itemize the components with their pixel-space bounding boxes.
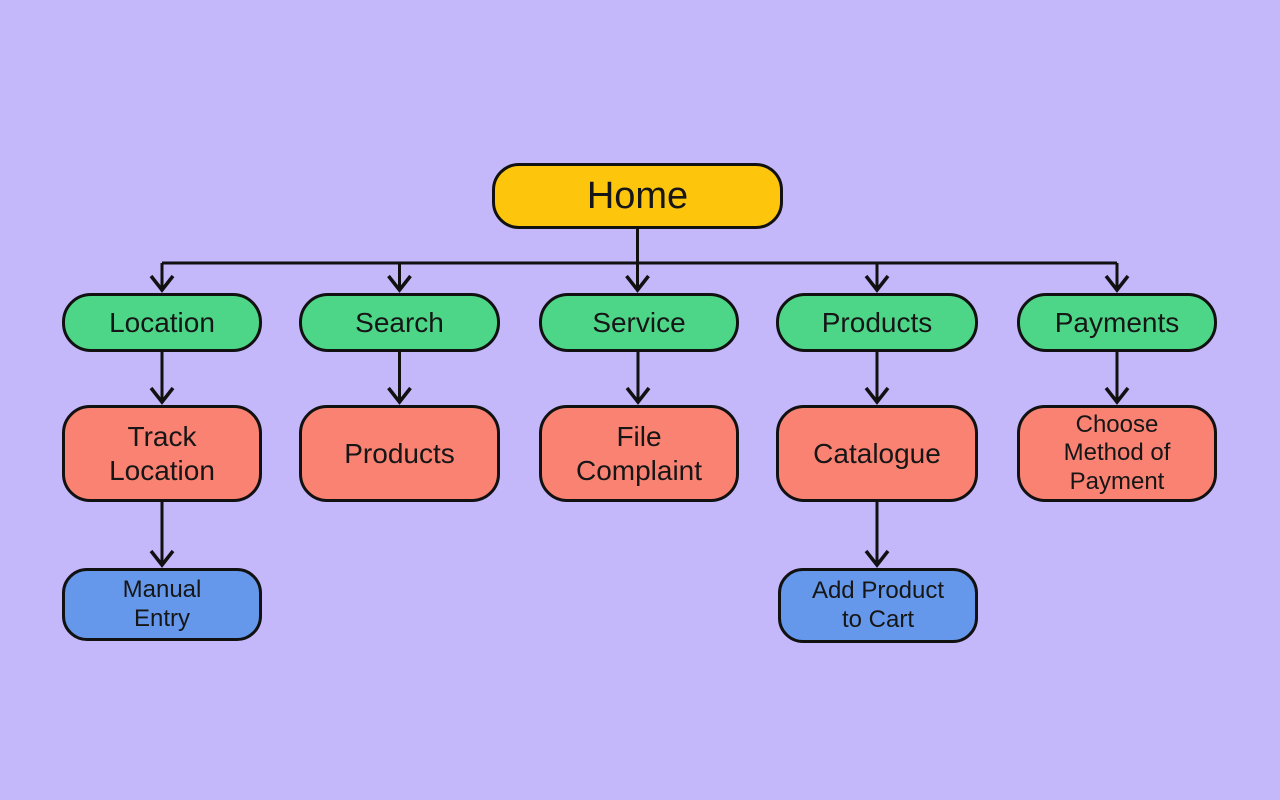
- arrowhead-file-complaint: [625, 386, 651, 405]
- node-payments: Payments: [1017, 293, 1217, 352]
- node-track-location-label: Track Location: [109, 421, 215, 486]
- node-products: Products: [776, 293, 978, 352]
- node-track-location: Track Location: [62, 405, 262, 502]
- node-products-label: Products: [821, 306, 933, 338]
- node-choose-method-of-payment-label: Choose Method of Payment: [1063, 411, 1171, 495]
- node-products-list-label: Products: [344, 437, 455, 469]
- node-catalogue: Catalogue: [776, 405, 978, 502]
- node-choose-method-of-payment: Choose Method of Payment: [1017, 405, 1217, 502]
- node-catalogue-label: Catalogue: [813, 437, 941, 469]
- arrowheads: [149, 274, 1130, 568]
- arrowhead-products-list: [387, 386, 412, 405]
- node-search-label: Search: [355, 306, 444, 338]
- arrowhead-add-to-cart: [864, 549, 890, 568]
- arrowhead-payments: [1104, 274, 1130, 293]
- arrowhead-choose-method: [1104, 386, 1130, 405]
- node-home-label: Home: [586, 174, 689, 217]
- node-payments-label: Payments: [1054, 306, 1180, 338]
- node-location: Location: [62, 293, 262, 352]
- node-service: Service: [539, 293, 739, 352]
- node-file-complaint: File Complaint: [539, 405, 739, 502]
- node-manual-entry-label: Manual Entry: [122, 576, 202, 632]
- node-add-product-to-cart-label: Add Product to Cart: [811, 577, 945, 633]
- node-products-list: Products: [299, 405, 500, 502]
- connector-branch-to-page: [160, 352, 1119, 401]
- node-home: Home: [492, 163, 783, 229]
- arrowhead-track-location: [149, 386, 175, 405]
- node-service-label: Service: [592, 306, 686, 338]
- node-search: Search: [299, 293, 500, 352]
- arrowhead-service: [625, 274, 650, 293]
- node-add-product-to-cart: Add Product to Cart: [778, 568, 978, 643]
- node-manual-entry: Manual Entry: [62, 568, 262, 641]
- connector-page-to-action: [160, 502, 879, 564]
- arrowhead-search: [387, 274, 412, 293]
- node-location-label: Location: [109, 306, 215, 338]
- arrowhead-manual-entry: [149, 549, 175, 568]
- arrowhead-products: [864, 274, 890, 293]
- arrowhead-catalogue: [864, 386, 890, 405]
- arrowhead-location: [149, 274, 175, 293]
- connector-lines: [160, 229, 1119, 564]
- node-file-complaint-label: File Complaint: [575, 421, 703, 486]
- connector-bus-drops: [160, 263, 1119, 289]
